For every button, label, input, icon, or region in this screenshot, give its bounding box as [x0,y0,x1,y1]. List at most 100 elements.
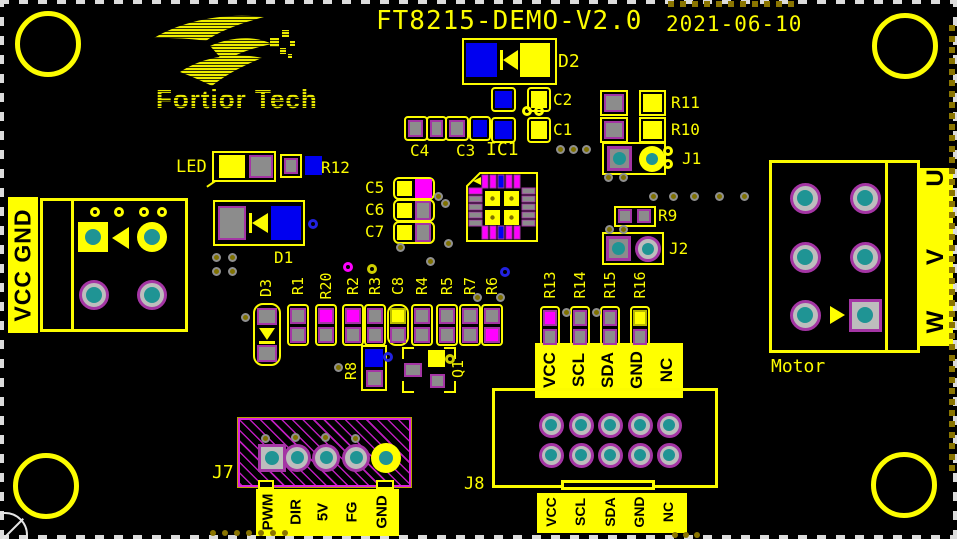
pad-R14-bottom [573,329,587,345]
edge-stitch [949,58,955,64]
edge-stitch [949,135,955,141]
pad-R1-bottom [290,327,306,343]
c2-pad-yellow [531,91,547,108]
q1-bracket [444,381,456,393]
via [212,253,221,262]
j1-label: J1 [682,149,702,168]
edge-stitch [716,1,722,7]
j8-outline [492,388,718,488]
pad-R16-top [633,310,647,326]
ic1-package [466,172,538,242]
via [444,239,453,248]
c7-label: C7 [365,222,385,241]
motor-divider [885,160,888,353]
edge-stitch [949,454,955,460]
j2-outline [602,232,664,265]
c1-outline [491,117,516,143]
diode-symbol-icon [259,341,275,344]
edge-stitch [949,267,955,273]
edge-stitch [740,1,746,7]
j2-pad-round [635,236,661,262]
diode-symbol-icon [252,213,268,233]
label-C8: C8 [389,276,407,296]
power-pad-square-drill [85,229,101,245]
edge-stitch [282,530,288,536]
motor-pad-square-drill [857,307,873,323]
pin-label-j8-NC: NC [660,501,676,523]
c6-pad-yellow [397,203,412,218]
pad-R3-top [367,308,383,324]
led-label: LED [176,157,207,177]
via [582,145,591,154]
via [619,173,628,182]
diode-symbol-icon [259,328,275,340]
pin-label-j8-VCC: VCC [543,497,559,527]
r11-outline [600,90,628,116]
d3-outline [253,303,281,366]
pad-R6-bottom [484,327,500,343]
c7-outline [393,221,435,244]
edge-stitch [949,432,955,438]
board-edge-left [0,0,4,539]
label-R5: R5 [438,276,456,296]
edge-stitch [949,102,955,108]
label-R4: R4 [413,276,431,296]
j8-hole-drill [604,449,616,461]
ring-via [663,146,673,156]
pad-R5-bottom [439,327,455,343]
c5-pad-yellow [397,181,412,196]
edge-stitch [694,532,700,538]
r12-pad-gray [284,158,298,174]
motor-hole [850,242,881,273]
pin-label-j7-FG: FG [343,501,361,523]
edge-stitch [668,1,674,7]
c3-outline [469,116,491,141]
c7-pad-gray [415,223,431,242]
diode-symbol-icon [503,50,518,70]
j8-hole-drill [575,419,587,431]
j1-pad-round-drill [646,153,658,165]
pad-R7-top [462,308,478,324]
outline-R15 [600,306,620,346]
edge-stitch [949,311,955,317]
outline-R13 [540,306,560,346]
j1-outline [602,142,666,175]
edge-stitch [949,190,955,196]
via [619,225,628,234]
edge-stitch [258,530,264,536]
board-edge-top [0,0,957,4]
ring-via [308,219,318,229]
label-R1: R1 [289,276,307,296]
ic1-label: IC1 [486,139,519,160]
pad-R3-bottom [367,327,383,343]
ring-via [90,207,100,217]
power-label: VCC GND [9,208,36,322]
led-pad-gray [249,155,273,178]
edge-stitch [949,245,955,251]
j2-pad-square-drill [612,242,625,255]
via [228,267,237,276]
outline-R16 [630,306,650,346]
pad-C8-bottom [390,327,406,343]
power-hole-drill [144,287,160,303]
via [441,199,450,208]
pin-label-j7-GND: GND [373,495,391,529]
pin-label-j7-DIR: DIR [287,499,305,525]
pin-label-i2c-VCC: VCC [540,352,559,388]
d1-outline [213,200,305,246]
r9-outline [614,206,656,227]
ring-via [343,262,353,272]
via [473,293,482,302]
d1-pad-gray [218,206,246,240]
polarity-triangle-icon [112,227,129,249]
edge-stitch [949,289,955,295]
q1-pad-yellow [428,350,445,367]
pin-label-j8-SDA: SDA [602,497,618,527]
via [351,434,360,443]
j8-hole-drill [663,419,675,431]
pad-R4-bottom [414,327,430,343]
r11-pad-gray [604,94,624,112]
pad-R20-bottom [318,327,334,343]
board-date: 2021-06-10 [666,12,803,36]
edge-stitch [949,278,955,284]
